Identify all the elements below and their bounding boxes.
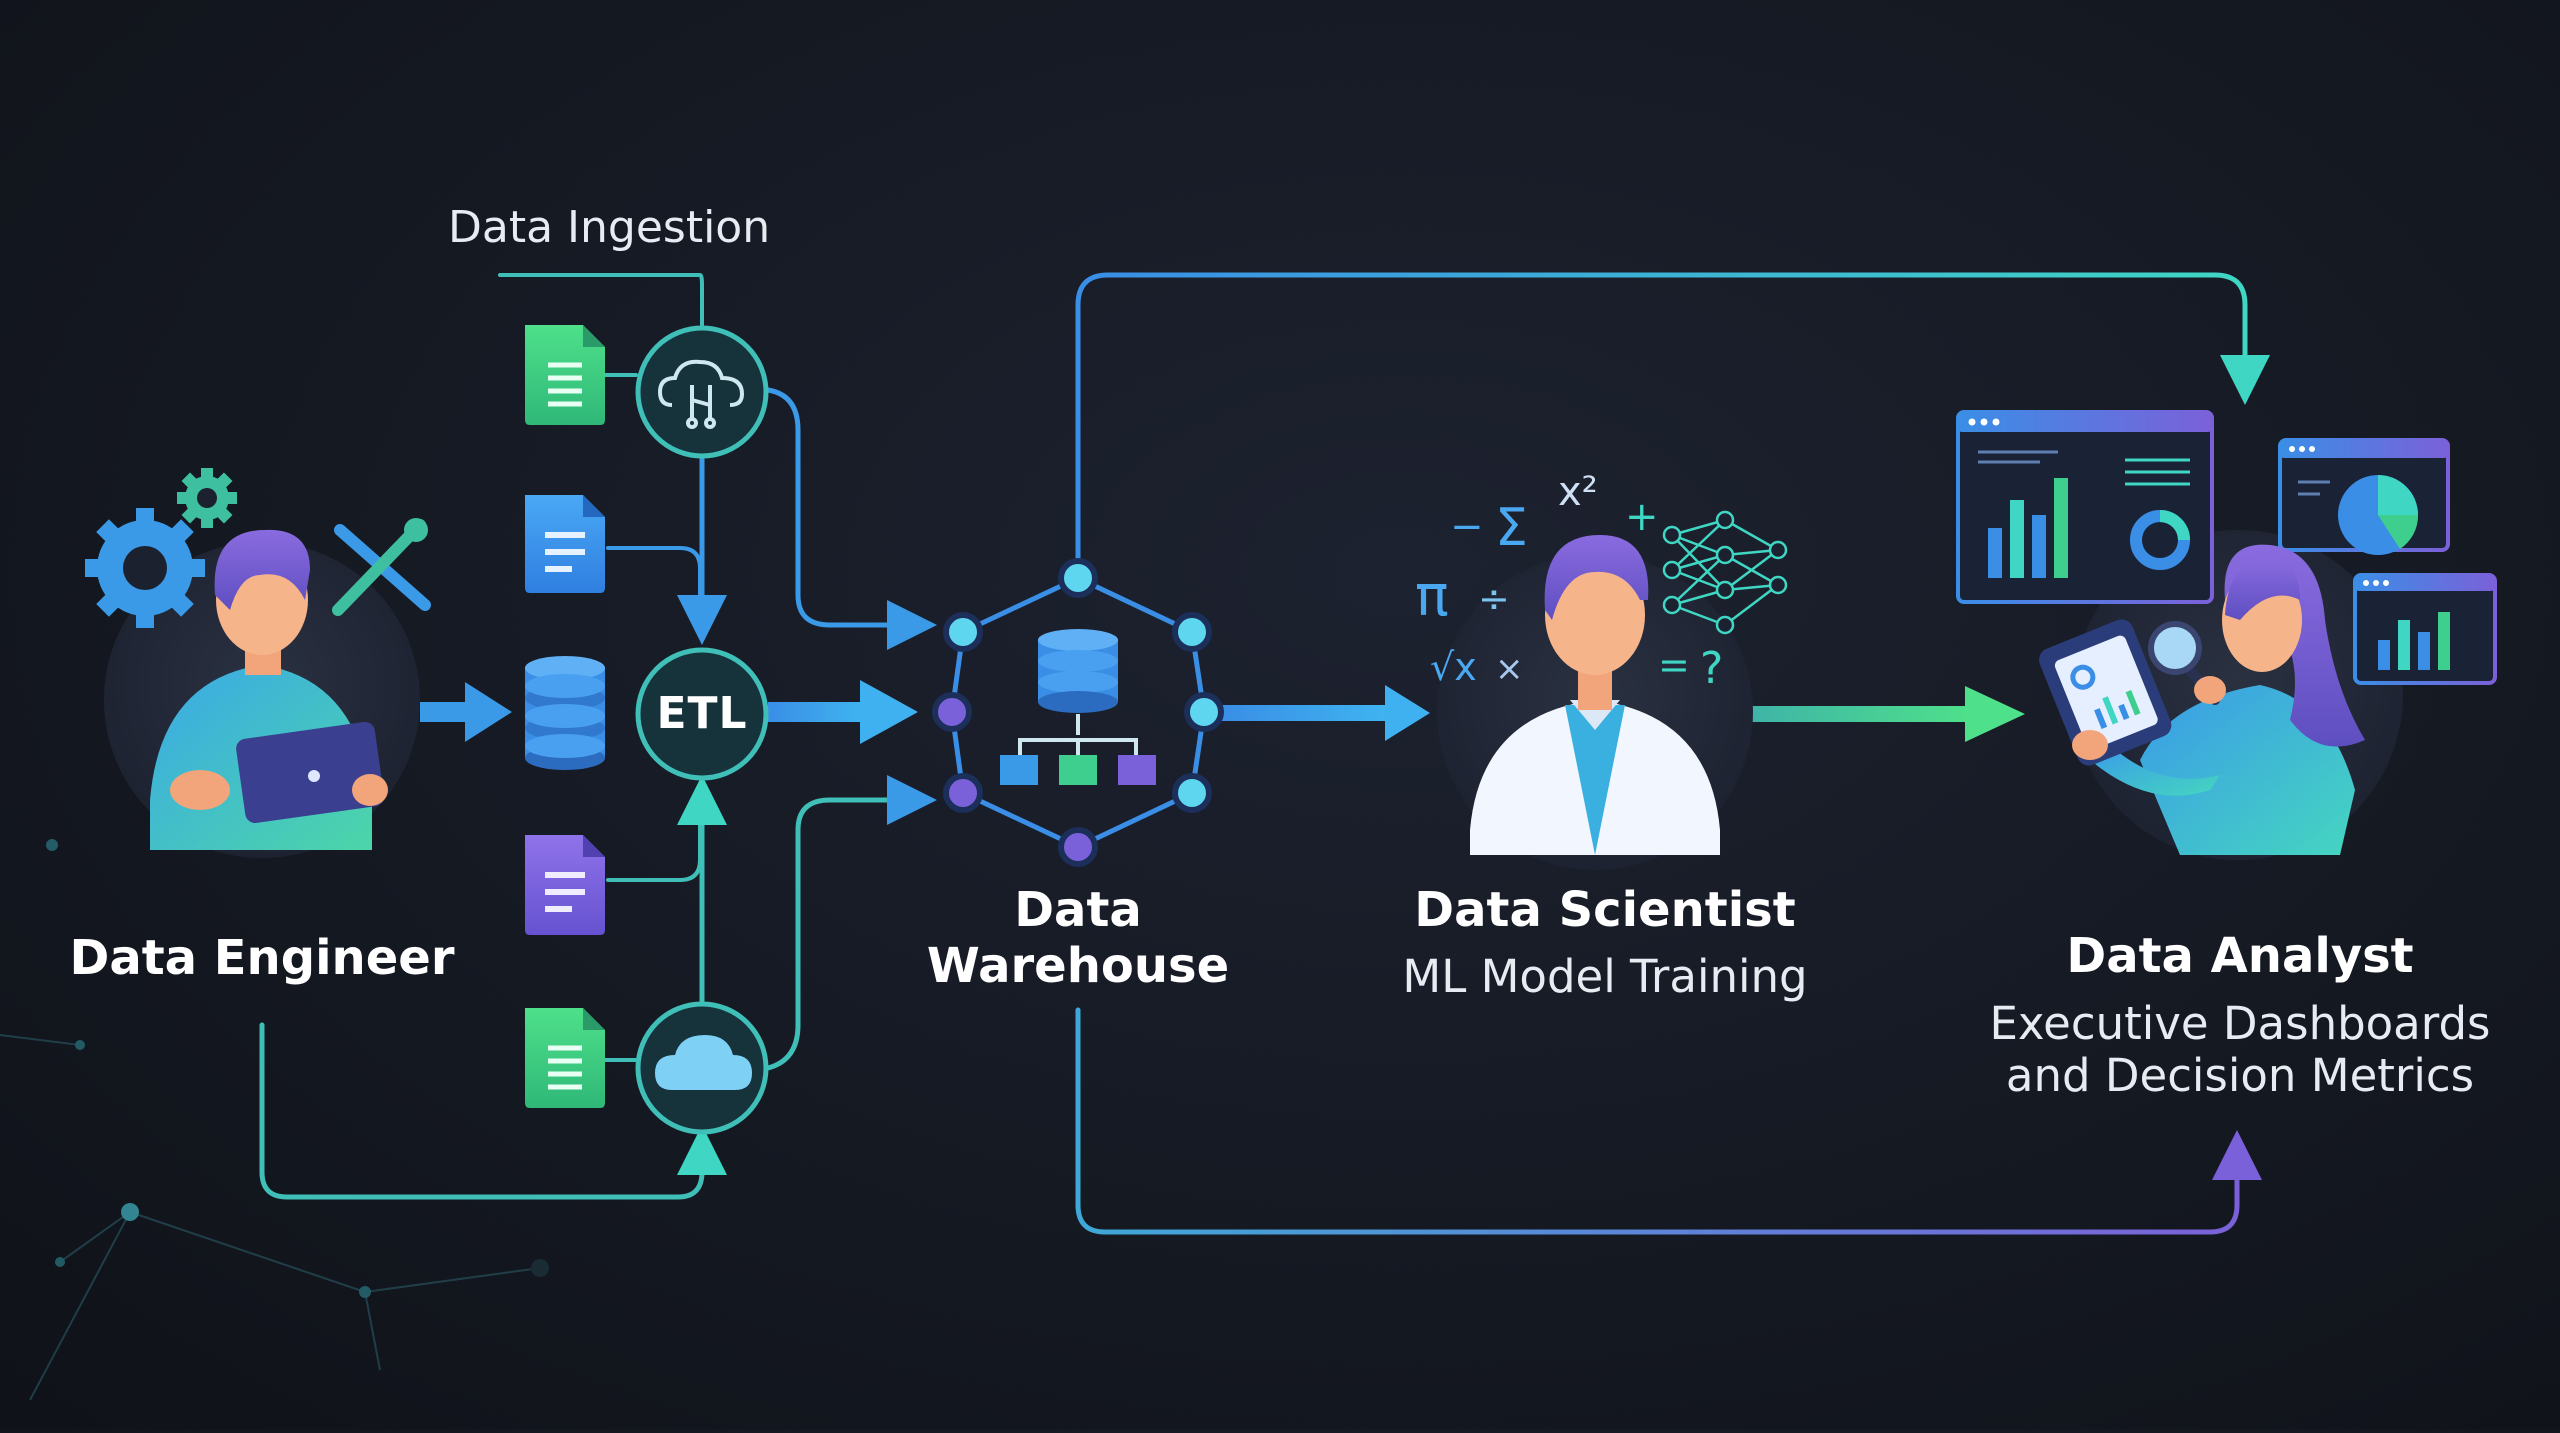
arrow-warehouse-to-scientist (1385, 685, 1430, 741)
data-sources (525, 325, 605, 1108)
arrow-scientist-to-analyst (1965, 686, 2025, 742)
svg-text:−: − (1450, 504, 1484, 550)
arrow-engineer-to-sources (465, 682, 512, 742)
wrench-icon (332, 518, 431, 616)
analyst-subtitle-line2: and Decision Metrics (2005, 1049, 2475, 1102)
svg-text:÷: ÷ (1478, 577, 1510, 621)
arrow-etl-to-warehouse (860, 680, 918, 744)
svg-text:×: × (1495, 649, 1524, 689)
cloud-network-icon (657, 359, 745, 429)
bar-chart-icon (1988, 478, 2068, 578)
svg-text:x²: x² (1558, 469, 1598, 515)
connectors (259, 272, 2270, 1235)
bar-chart-icon (2353, 573, 2497, 685)
neural-network-icon (1662, 510, 1788, 635)
data-warehouse-label-line2: Warehouse (926, 938, 1230, 994)
cloud-network-node (635, 325, 769, 459)
pie-chart-icon (2278, 438, 2450, 555)
cloud-storage-node (635, 1001, 769, 1135)
data-engineer-figure (85, 468, 431, 858)
gear-icon (85, 508, 205, 628)
svg-text:π: π (1415, 564, 1449, 629)
data-scientist-figure: − Σ x² + π ÷ √x × = ? (1415, 469, 1788, 870)
svg-text:+: + (1625, 494, 1659, 540)
data-warehouse-label-line1: Data (1014, 882, 1142, 938)
etl-label: ETL (656, 688, 748, 739)
dashboard-icon (1956, 410, 2214, 604)
gear-icon (177, 468, 237, 528)
etl-node (635, 647, 769, 781)
data-engineer-label: Data Engineer (69, 930, 455, 986)
data-analyst-label: Data Analyst (2066, 928, 2414, 984)
svg-text:?: ? (1700, 643, 1723, 694)
database-network-icon (1000, 629, 1156, 785)
svg-text:√x: √x (1430, 645, 1477, 689)
svg-text:=: = (1658, 643, 1690, 687)
main-flow-arrows (420, 680, 2025, 744)
data-scientist-label: Data Scientist (1414, 882, 1796, 938)
cloud-icon (655, 1035, 752, 1090)
data-warehouse-node (932, 558, 1224, 867)
background-network-decoration (0, 839, 549, 1401)
math-symbols: − Σ x² + π ÷ √x × = ? (1415, 469, 1723, 694)
ml-model-training-label: ML Model Training (1402, 950, 1808, 1003)
database-icon (525, 656, 605, 770)
spreadsheet-icon (525, 325, 605, 425)
data-analyst-figure (1956, 410, 2497, 860)
svg-text:Σ: Σ (1495, 498, 1528, 558)
data-ingestion-label: Data Ingestion (448, 202, 771, 253)
document-icon (525, 835, 605, 935)
analyst-subtitle-line1: Executive Dashboards (1989, 997, 2491, 1050)
document-icon (525, 495, 605, 593)
spreadsheet-icon (525, 1008, 605, 1108)
